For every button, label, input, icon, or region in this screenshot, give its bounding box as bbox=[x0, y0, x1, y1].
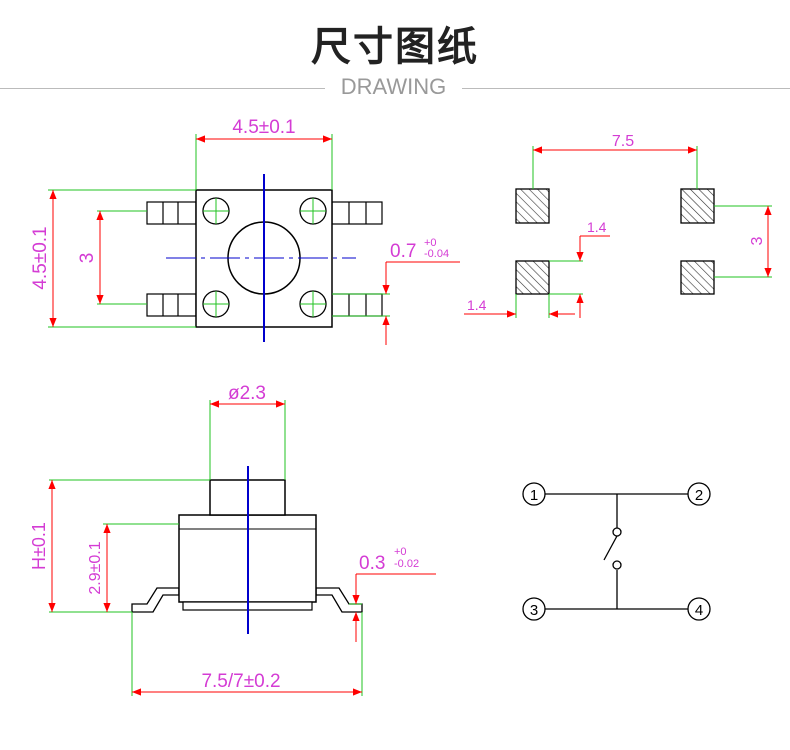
lead-right bbox=[315, 587, 363, 613]
pin-3-label: 3 bbox=[530, 602, 538, 619]
pin-1-marker: 1 bbox=[522, 482, 546, 506]
header: 尺寸图纸 DRAWING bbox=[0, 0, 790, 110]
pcb-pad-width-dim: 1.4 bbox=[467, 297, 487, 313]
lead-thickness-tol-lower: -0.02 bbox=[394, 558, 419, 570]
body-height-dim: 2.9±0.1 bbox=[87, 541, 104, 594]
pin-thickness-tol-upper: +0 bbox=[424, 237, 437, 249]
subtitle-bar: DRAWING bbox=[0, 74, 790, 104]
lead-thickness-tol-upper: +0 bbox=[394, 546, 407, 558]
divider-left bbox=[0, 88, 325, 89]
pcb-pitch-dim: 3 bbox=[749, 236, 766, 245]
pin-pitch-dim: 3 bbox=[77, 253, 98, 264]
top-view: 4.5±0.1 4.5±0.1 3 0.7 +0 -0.04 bbox=[30, 117, 460, 345]
pin-thickness-tol-lower: -0.04 bbox=[424, 248, 449, 260]
pin-2-label: 2 bbox=[695, 487, 703, 504]
pcb-gap-dim: 1.4 bbox=[587, 219, 607, 235]
lead-left bbox=[131, 587, 180, 613]
pin-thickness-dim: 0.7 bbox=[390, 241, 416, 262]
pin-2-marker: 2 bbox=[687, 482, 711, 506]
pcb-layout: 7.5 3 1.4 1.4 bbox=[464, 133, 772, 318]
top-width-dim: 4.5±0.1 bbox=[232, 117, 295, 138]
pin-1-label: 1 bbox=[530, 487, 538, 504]
pcb-pads bbox=[515, 188, 715, 295]
pin-3-marker: 3 bbox=[522, 597, 546, 621]
total-height-dim: H±0.1 bbox=[29, 522, 49, 570]
top-height-dim: 4.5±0.1 bbox=[30, 226, 51, 289]
divider-right bbox=[462, 88, 790, 89]
circuit-diagram: 1 2 3 4 bbox=[522, 482, 711, 621]
lead-thickness-dim: 0.3 bbox=[359, 553, 385, 574]
side-view: ø2.3 H±0.1 2.9±0.1 0.3 +0 -0.02 7.5/7±0.… bbox=[29, 383, 436, 696]
pcb-span-dim: 7.5 bbox=[612, 133, 634, 150]
page-title: 尺寸图纸 bbox=[311, 24, 479, 70]
button-diameter-dim: ø2.3 bbox=[228, 383, 266, 404]
pin-4-marker: 4 bbox=[687, 597, 711, 621]
pin-4-label: 4 bbox=[695, 602, 703, 619]
lead-span-dim: 7.5/7±0.2 bbox=[201, 671, 280, 692]
top-view-leads bbox=[146, 201, 383, 317]
page-subtitle: DRAWING bbox=[340, 74, 447, 99]
